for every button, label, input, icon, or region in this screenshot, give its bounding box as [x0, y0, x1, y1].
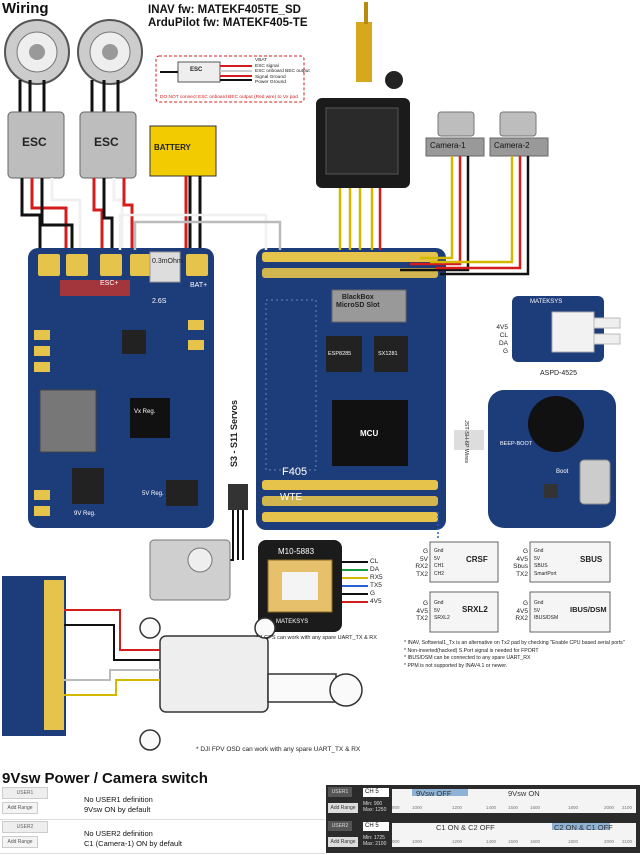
- blackbox-label: BlackBox MicroSD Slot: [336, 294, 380, 309]
- airspeed-model: ASPD-4525: [540, 370, 577, 377]
- servo: [149, 539, 231, 601]
- beep-boot-label: BEEP-BOOT: [500, 441, 533, 447]
- motor-2: [77, 19, 143, 85]
- user1-tag: USER1: [2, 787, 48, 799]
- user1-line2: 9Vsw ON by default: [84, 805, 151, 814]
- esc-1-label: ESC: [22, 135, 47, 149]
- airspeed-brand: MATEKSYS: [530, 299, 563, 305]
- rx-srxl2-name: SRXL2: [462, 605, 488, 614]
- camera-1: [425, 137, 485, 157]
- page-title: Wiring: [2, 0, 49, 17]
- servos-label: S3 - S11 Servos: [229, 400, 239, 468]
- user2-line1: No USER2 definition: [84, 829, 153, 838]
- esp-chip-label: ESP8285: [328, 351, 352, 357]
- user2-add-range-button[interactable]: Add Range: [328, 837, 358, 847]
- user2-add-range-left[interactable]: Add Range: [2, 836, 38, 848]
- fc-model-label: F405: [282, 466, 308, 478]
- jst-label: JST-SH-6P Wires: [463, 420, 469, 463]
- user1-line1: No USER1 definition: [84, 795, 153, 804]
- dji-note: * DJI FPV OSD can work with any spare UA…: [196, 746, 361, 753]
- ardupilot-firmware-label: ArduPilot fw: MATEKF405-TE: [148, 17, 308, 29]
- esc-2-label: ESC: [94, 135, 119, 149]
- 5v-reg-label: 5V Reg.: [142, 491, 164, 497]
- gps-brand-label: MATEKSYS: [276, 619, 309, 625]
- vx-reg-label: Vx Reg.: [134, 409, 156, 415]
- gps-note: *** GPS can work with any spare UART_TX …: [256, 635, 377, 641]
- switch-row-user1: USER1 Add Range No USER1 definition 9Vsw…: [0, 785, 640, 821]
- user1-add-range-button[interactable]: Add Range: [328, 803, 358, 813]
- user2-range-fill[interactable]: [552, 823, 610, 830]
- boot-label: Boot: [556, 469, 569, 475]
- esc-warning: DO NOT connect ESC onboard BEC output (R…: [160, 95, 300, 100]
- sx-chip-label: SX1281: [378, 351, 398, 357]
- esc-2: [79, 111, 137, 179]
- user2-mode-tag: USER2: [328, 821, 352, 831]
- user2-channel-select[interactable]: CH 5: [363, 822, 389, 831]
- rx-ibus-name: IBUS/DSM: [570, 605, 607, 614]
- user2-range-bar[interactable]: C1 ON & C2 OFF C2 ON & C1 OFF 900 1000 1…: [392, 823, 636, 847]
- 9v-reg-label: 9V Reg.: [74, 511, 96, 517]
- motor-1: [4, 19, 70, 85]
- user2-range-on-label: C2 ON & C1 OFF: [554, 823, 613, 832]
- user2-tag: USER2: [2, 821, 48, 833]
- rx-sbus-name: SBUS: [580, 555, 603, 564]
- shunt-label: 0.3mOhm: [152, 258, 183, 265]
- esc-legend-label: ESC: [190, 67, 203, 73]
- fc-suffix-label: WTE: [280, 492, 303, 503]
- power-board: [28, 248, 214, 528]
- rx-modules: [429, 541, 611, 633]
- user1-range-on-label: 9Vsw ON: [508, 789, 540, 798]
- bat-plus-label: BAT+: [190, 282, 208, 289]
- esc-plus-label: ESC+: [100, 280, 119, 287]
- esc-1: [7, 111, 65, 179]
- user1-channel-select[interactable]: CH 5: [363, 788, 389, 797]
- gps-model-label: M10-5883: [278, 547, 315, 556]
- mcu-label: MCU: [360, 429, 379, 438]
- user1-range-fill[interactable]: [412, 789, 468, 796]
- cap-label: 2.6S: [152, 298, 167, 305]
- user1-range-bar[interactable]: 9Vsw OFF 9Vsw ON 900 1000 1200 1400 1500…: [392, 789, 636, 813]
- user2-line2: C1 (Camera-1) ON by default: [84, 839, 182, 848]
- switch-section-title: 9Vsw Power / Camera switch: [2, 770, 208, 787]
- rx-notes: * INAV, Softserial1_Tx is an alternative…: [404, 640, 625, 669]
- battery: [149, 125, 217, 177]
- camera-1-label: Camera-1: [430, 141, 466, 150]
- inav-firmware-label: INAV fw: MATEKF405TE_SD: [148, 4, 301, 16]
- camera-2-label: Camera-2: [494, 141, 530, 150]
- switch-row-user2: USER2 Add Range No USER2 definition C1 (…: [0, 819, 640, 855]
- rx-crsf-name: CRSF: [466, 555, 488, 564]
- user1-mode-tag: USER1: [328, 787, 352, 797]
- user1-add-range-left[interactable]: Add Range: [2, 802, 38, 814]
- user1-range-off-label: 9Vsw OFF: [416, 789, 452, 798]
- user2-range-off-label: C1 ON & C2 OFF: [436, 823, 495, 832]
- servo-connector: [228, 484, 248, 510]
- dji-air-unit: [139, 617, 363, 751]
- battery-label: BATTERY: [154, 143, 191, 152]
- antenna-connector: [356, 22, 372, 82]
